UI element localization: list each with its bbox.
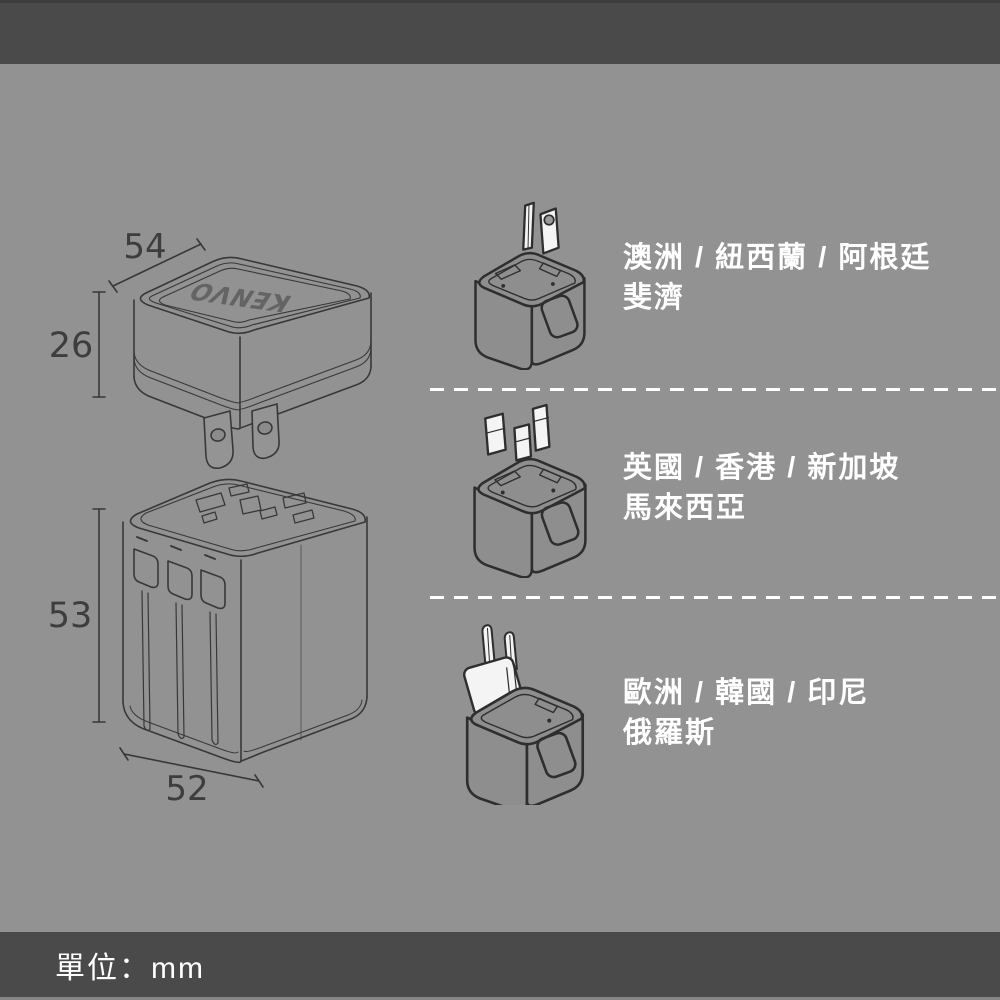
region-line-1: 澳洲 / 紐西蘭 / 阿根廷	[623, 242, 932, 274]
dashed-separator	[430, 388, 1000, 391]
dimension-54-label: 54	[123, 227, 166, 267]
uk-plug-icon	[473, 403, 587, 578]
region-label-uk: 英國 / 香港 / 新加坡 馬來西亞	[623, 448, 900, 528]
dimension-53-line	[92, 508, 106, 723]
region-label-eu: 歐洲 / 韓國 / 印尼 俄羅斯	[623, 673, 869, 753]
au-pins	[522, 201, 560, 255]
region-line-2: 俄羅斯	[623, 717, 717, 749]
adapter-body-drawing	[122, 478, 368, 764]
au-plug-icon	[474, 201, 586, 370]
region-line-1: 英國 / 香港 / 新加坡	[623, 452, 901, 484]
dimension-53-label: 53	[48, 596, 93, 636]
dimension-26-label: 26	[49, 326, 94, 366]
top-bar	[0, 0, 1000, 64]
dashed-separator	[430, 596, 1000, 599]
brand-logo: KENVO	[183, 277, 297, 316]
region-line-1: 歐洲 / 韓國 / 印尼	[623, 677, 870, 709]
adapter-lid-drawing	[133, 256, 372, 470]
socket-cutouts	[195, 483, 315, 524]
region-line-2: 馬來西亞	[623, 492, 748, 524]
region-line-2: 斐濟	[623, 282, 686, 314]
footer-bar: 單位：mm	[0, 932, 1000, 1000]
unit-label: 單位：mm	[55, 951, 205, 985]
uk-pins	[484, 403, 551, 462]
dimension-52-line	[119, 747, 264, 788]
svg-text:KENVO: KENVO	[183, 277, 297, 316]
dimension-52-label: 52	[165, 769, 208, 809]
region-label-au: 澳洲 / 紐西蘭 / 阿根廷 斐濟	[623, 238, 931, 318]
us-pins-drawing	[203, 403, 280, 470]
adapter-dimension-drawing: KENVO 54 26 53 52	[48, 227, 372, 809]
slider-switches	[133, 536, 226, 746]
dimension-26-line	[92, 291, 106, 398]
eu-plug-icon	[462, 624, 585, 805]
dimension-54-line	[108, 238, 206, 293]
